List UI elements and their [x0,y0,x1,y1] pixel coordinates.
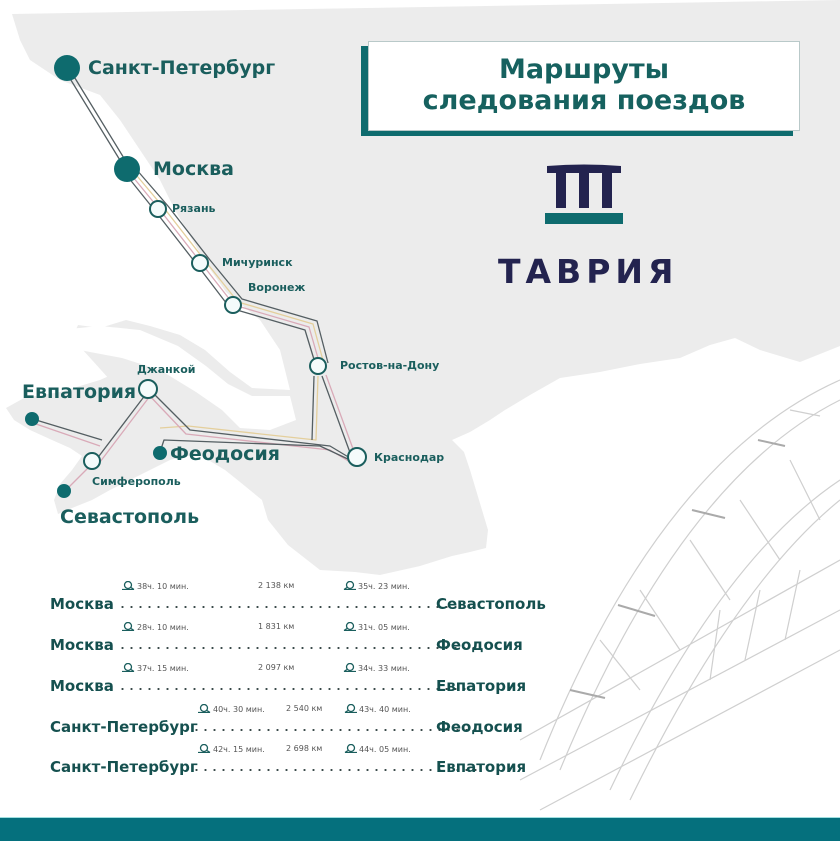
label-feodosia: Феодосия [170,443,280,465]
clock-arrow-left-icon [344,744,357,753]
dotted-leader [118,606,480,608]
clock-arrow-right-icon [198,744,211,753]
clock-arrow-left-icon [344,704,357,713]
clock-arrow-right-icon [198,704,211,713]
label-evpatoria: Евпатория [22,381,137,403]
station-krasnodar[interactable] [347,447,367,467]
time-back: 35ч. 23 мин. [343,581,410,591]
label-voronezh: Воронеж [248,281,306,294]
dotted-leader [192,729,480,731]
route-row: Москва 37ч. 15 мин. 2 097 км 34ч. 33 мин… [50,663,540,695]
label-dzhankoy: Джанкой [137,363,196,376]
route-row: Москва 28ч. 10 мин. 1 831 км 31ч. 05 мин… [50,622,540,654]
station-rostov[interactable] [309,357,327,375]
station-voronezh[interactable] [224,296,242,314]
clock-arrow-left-icon [343,663,356,672]
station-evpatoria[interactable] [25,412,39,426]
footer-band [0,817,840,841]
page-title-line1: Маршруты [498,54,670,85]
label-moscow: Москва [153,158,234,180]
station-feodosia[interactable] [153,446,167,460]
crimea-shape [6,362,232,514]
station-simferopol[interactable] [83,452,101,470]
route-from: Москва [50,677,114,695]
route-distance: 2 097 км [258,663,295,672]
route-distance: 2 698 км [286,744,323,753]
label-michurinsk: Мичуринск [222,256,293,269]
time-back: 34ч. 33 мин. [343,663,410,673]
station-sevastopol[interactable] [57,484,71,498]
bridge-columns-icon [545,164,623,224]
route-distance: 2 540 км [286,704,323,713]
time-there: 38ч. 10 мин. [122,581,189,591]
clock-arrow-right-icon [122,581,135,590]
time-back: 43ч. 40 мин. [344,704,411,714]
time-there: 28ч. 10 мин. [122,622,189,632]
page-title-line2: следования поездов [422,85,746,116]
label-krasnodar: Краснодар [374,451,445,464]
route-row: Москва 38ч. 10 мин. 2 138 км 35ч. 23 мин… [50,581,546,613]
label-sevastopol: Севастополь [60,506,200,528]
label-spb: Санкт-Петербург [88,57,276,79]
route-to: Севастополь [436,595,546,613]
route-row: Санкт-Петербург 40ч. 30 мин. 2 540 км 43… [50,704,540,736]
route-to: Евпатория [436,758,527,776]
brand-name: ТАВРИЯ [498,252,679,291]
time-there: 40ч. 30 мин. [198,704,265,714]
route-to: Феодосия [436,636,523,654]
station-ryazan[interactable] [149,200,167,218]
time-there: 37ч. 15 мин. [122,663,189,673]
dotted-leader [192,769,480,771]
clock-arrow-right-icon [122,622,135,631]
time-back: 44ч. 05 мин. [344,744,411,754]
route-from: Москва [50,636,114,654]
title-box: Маршруты следования поездов [368,41,800,131]
label-simferopol: Симферополь [92,475,181,488]
stations [25,55,367,498]
dotted-leader [118,688,480,690]
route-distance: 2 138 км [258,581,295,590]
route-to: Феодосия [436,718,523,736]
dotted-leader [118,647,480,649]
station-spb[interactable] [54,55,80,81]
time-back: 31ч. 05 мин. [343,622,410,632]
route-from: Москва [50,595,114,613]
label-rostov: Ростов-на-Дону [340,359,440,372]
label-ryazan: Рязань [172,202,216,215]
clock-arrow-left-icon [343,581,356,590]
azov-sea [58,326,296,430]
station-moscow[interactable] [114,156,140,182]
station-dzhankoy[interactable] [138,379,158,399]
clock-arrow-right-icon [122,663,135,672]
time-there: 42ч. 15 мин. [198,744,265,754]
route-from: Санкт-Петербург [50,758,198,776]
clock-arrow-left-icon [343,622,356,631]
station-michurinsk[interactable] [191,254,209,272]
route-from: Санкт-Петербург [50,718,198,736]
route-row: Санкт-Петербург 42ч. 15 мин. 2 698 км 44… [50,744,540,776]
route-distance: 1 831 км [258,622,295,631]
bridge-illustration [519,379,840,811]
route-to: Евпатория [436,677,527,695]
